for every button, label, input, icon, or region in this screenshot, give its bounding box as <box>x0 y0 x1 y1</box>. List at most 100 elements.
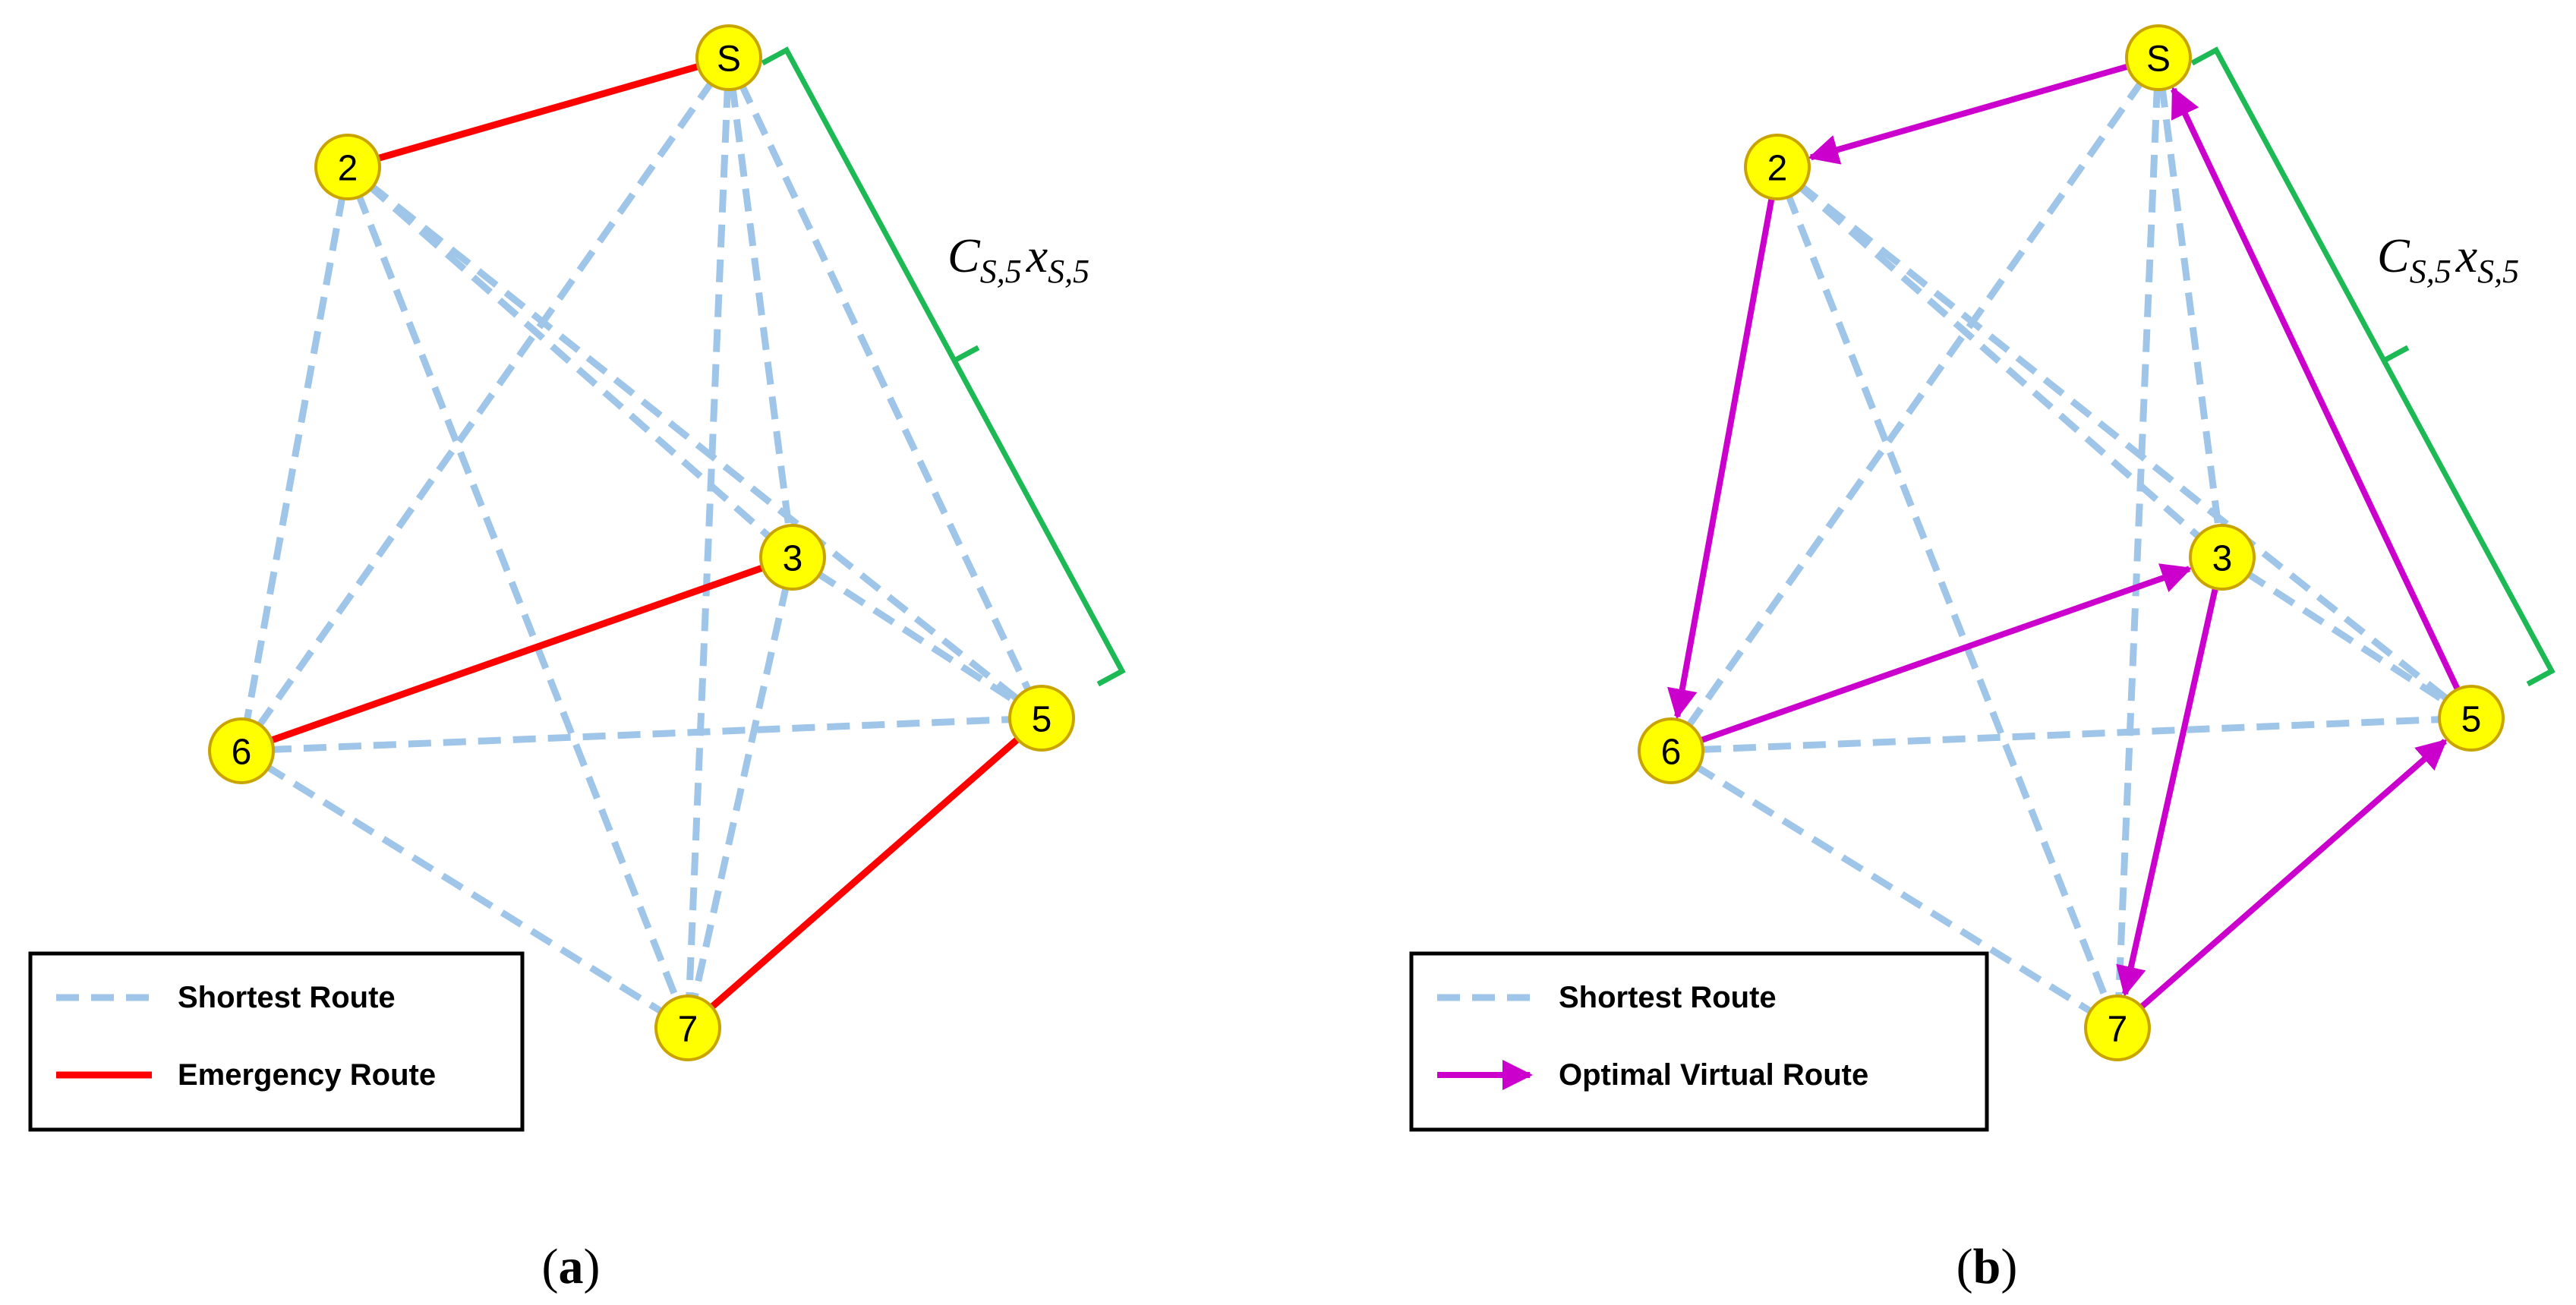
node-circle <box>1638 717 1704 784</box>
node-circle <box>759 524 826 591</box>
node-circle <box>2125 24 2192 91</box>
cost-brace <box>2190 46 2556 687</box>
emergency-route-edges <box>267 62 1023 1012</box>
optimal-route-edges <box>1667 63 2461 1010</box>
cost-formula-base1: C <box>2377 229 2410 282</box>
node-label: 3 <box>783 539 803 579</box>
shortest-route-edge-3-7 <box>690 583 790 1002</box>
shortest-route-edge-S-5 <box>737 80 1033 695</box>
node-label: 5 <box>2461 700 2482 740</box>
cost-formula: CS,5xS,5 <box>947 229 1089 290</box>
legend-box <box>28 951 525 1132</box>
shortest-route-edge-S-7 <box>686 84 731 1001</box>
nodes: S 2 3 5 6 7 <box>1638 24 2505 1061</box>
shortest-route-edge-S-7 <box>2115 84 2161 1001</box>
panel-caption-letter: b <box>1973 1239 2001 1294</box>
node-circle <box>654 995 721 1061</box>
node-7: 7 <box>2084 995 2151 1061</box>
node-3: 3 <box>2189 524 2256 591</box>
cost-formula-sub2: S,5 <box>1048 253 1089 290</box>
panel-caption: (a) <box>542 1239 601 1294</box>
node-5: 5 <box>2438 685 2505 752</box>
panel-caption-open: ( <box>542 1239 559 1294</box>
shortest-route-edge-2-7 <box>1784 191 2111 1004</box>
optimal-route-arrow-6-3 <box>1698 563 2193 744</box>
node-label: 6 <box>1661 733 1682 773</box>
legend-label-shortest: Shortest Route <box>178 981 396 1014</box>
shortest-route-edge-2-5 <box>367 181 1023 705</box>
shortest-route-edge-3-5 <box>2243 569 2451 707</box>
cost-formula-sub1: S,5 <box>2410 253 2451 290</box>
shortest-route-edge-2-6 <box>243 193 346 725</box>
shortest-route-edge-2-3 <box>366 182 774 542</box>
node-circle <box>1008 685 1075 752</box>
shortest-route-edge-2-3 <box>1796 182 2204 542</box>
node-label: 5 <box>1032 700 1052 740</box>
cost-formula-base2: x <box>1026 229 1048 282</box>
panel-caption-open: ( <box>1956 1239 1973 1294</box>
node-S: S <box>2125 24 2192 91</box>
shortest-route-edge-2-5 <box>1796 181 2452 705</box>
node-circle <box>208 717 275 784</box>
cost-brace <box>761 46 1126 687</box>
node-circle <box>2189 524 2256 591</box>
node-circle <box>2084 995 2151 1061</box>
panel-caption-close: ) <box>2001 1239 2017 1294</box>
node-label: 2 <box>1767 149 1788 189</box>
node-circle <box>1744 134 1811 200</box>
optimal-route-arrow-5-S <box>2171 86 2461 692</box>
node-label: 7 <box>678 1010 698 1050</box>
node-7: 7 <box>654 995 721 1061</box>
panel-caption: (b) <box>1956 1239 2018 1294</box>
node-circle <box>695 24 762 91</box>
node-label: 3 <box>2212 539 2233 579</box>
node-2: 2 <box>1744 134 1811 200</box>
legend-label-shortest: Shortest Route <box>1559 981 1777 1014</box>
shortest-route-edge-6-7 <box>1692 762 2096 1017</box>
optimal-route-arrow-3-7 <box>2116 586 2219 998</box>
cost-formula-sub2: S,5 <box>2477 253 2519 290</box>
cost-formula-base2: x <box>2455 229 2477 282</box>
node-6: 6 <box>208 717 275 784</box>
legend-box <box>1409 951 1989 1132</box>
node-2: 2 <box>314 134 381 200</box>
node-6: 6 <box>1638 717 1704 784</box>
node-3: 3 <box>759 524 826 591</box>
node-label: S <box>2146 39 2171 80</box>
shortest-route-edge-6-5 <box>268 715 1015 754</box>
node-circle <box>2438 685 2505 752</box>
cost-formula: CS,5xS,5 <box>2377 229 2519 290</box>
cost-formula-base1: C <box>947 229 981 282</box>
emergency-route-edge-6-3 <box>267 563 767 745</box>
shortest-route-edge-6-5 <box>1698 715 2445 754</box>
nodes: S 2 3 5 6 7 <box>208 24 1075 1061</box>
shortest-route-edge-6-7 <box>263 762 667 1017</box>
panel-caption-close: ) <box>584 1239 601 1294</box>
cost-formula-sub1: S,5 <box>980 253 1022 290</box>
shortest-route-edge-S-3 <box>2158 84 2222 531</box>
shortest-route-edge-2-7 <box>355 191 681 1004</box>
shortest-route-edge-S-6 <box>1684 77 2146 731</box>
shortest-route-edge-S-6 <box>254 77 716 731</box>
node-5: 5 <box>1008 685 1075 752</box>
optimal-route-arrow-2-6 <box>1667 196 1775 720</box>
emergency-route-edge-2-S <box>374 62 702 162</box>
shortest-route-edges <box>1684 77 2452 1017</box>
node-circle <box>314 134 381 200</box>
panel-caption-letter: a <box>559 1239 584 1294</box>
node-label: 2 <box>338 149 358 189</box>
shortest-route-edge-3-5 <box>813 569 1021 707</box>
legend-label-optimal: Optimal Virtual Route <box>1559 1058 1868 1092</box>
optimal-route-arrow-S-2 <box>1808 63 2130 165</box>
optimal-route-arrow-7-5 <box>2138 739 2448 1010</box>
node-label: 7 <box>2108 1010 2128 1050</box>
node-label: S <box>717 39 741 80</box>
emergency-route-edge-7-5 <box>707 734 1023 1012</box>
shortest-route-edges <box>243 77 1033 1017</box>
shortest-route-edge-S-3 <box>729 84 793 531</box>
